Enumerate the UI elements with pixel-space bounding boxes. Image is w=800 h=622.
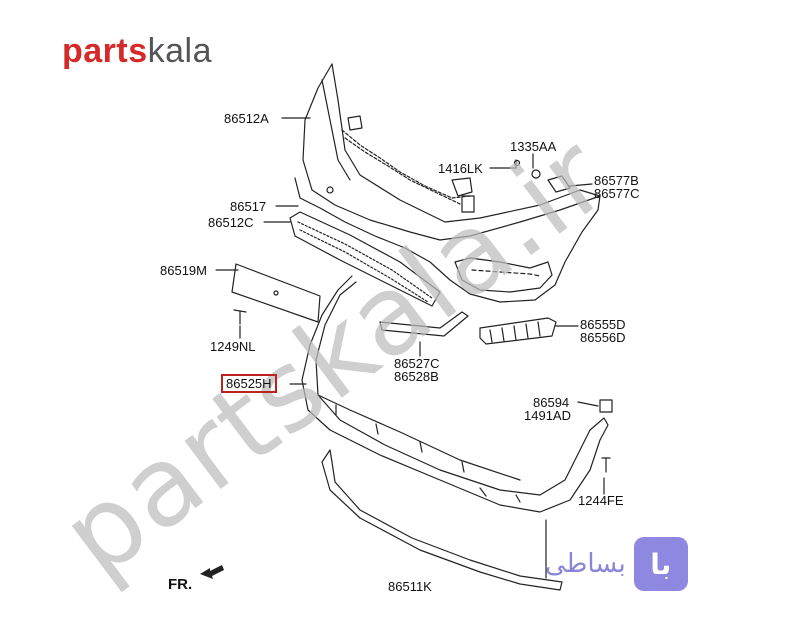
callout-1491AD: 1491AD (524, 408, 571, 423)
callout-86577B: 86577B (594, 173, 639, 188)
callout-86556D: 86556D (580, 330, 626, 345)
lower-grille (289, 211, 441, 307)
callout-86528B: 86528B (394, 369, 439, 384)
brand-logo: partskala (62, 34, 212, 68)
upper-bumper-cover (294, 63, 601, 303)
basati-badge: بساطی با (545, 537, 688, 591)
callout-86527C: 86527C (394, 356, 440, 371)
callout-1416LK: 1416LK (438, 161, 483, 176)
callout-86594: 86594 (533, 395, 570, 410)
callout-1244FE: 1244FE (578, 493, 624, 508)
callout-86511K: 86511K (388, 579, 432, 594)
callout-1249NL: 1249NL (210, 339, 256, 354)
callout-86512A: 86512A (224, 111, 269, 126)
badge-text: بساطی (545, 549, 626, 579)
side-garnish (379, 311, 469, 337)
front-direction-label: FR. (168, 576, 193, 593)
callout-86519M: 86519M (160, 263, 207, 278)
callout-1335AA: 1335AA (510, 139, 557, 154)
callout-86512C: 86512C (208, 215, 254, 230)
callout-86525H-highlighted[interactable]: 86525H (221, 374, 277, 393)
lower-bumper-cover (301, 275, 609, 513)
front-arrow (200, 565, 224, 579)
brand-part2: kala (147, 32, 213, 70)
badge-box: با (633, 537, 688, 591)
brand-part1: parts (62, 32, 148, 70)
license-plate-bracket (231, 263, 321, 323)
callout-86577C: 86577C (594, 186, 640, 201)
callout-86555D: 86555D (580, 317, 626, 332)
lower-lip-trim (321, 449, 563, 591)
callout-86517: 86517 (230, 199, 267, 214)
side-bracket (479, 317, 557, 345)
